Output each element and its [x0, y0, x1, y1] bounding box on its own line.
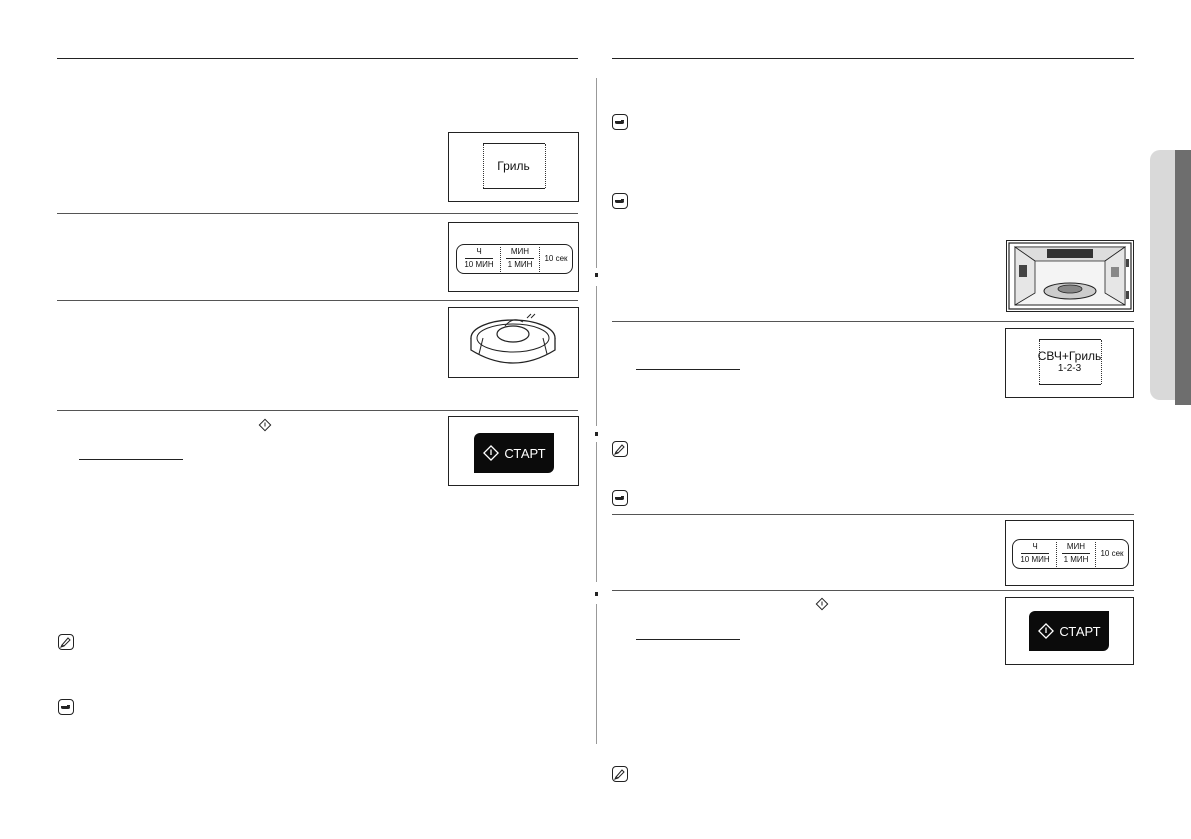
combo-right-dots	[1101, 340, 1102, 384]
start-diamond-icon	[483, 445, 500, 461]
ten-min-label-right: 10 МИН	[1020, 555, 1050, 564]
one-min-label-right: 1 МИН	[1063, 555, 1089, 564]
oven-interior-icon	[1008, 242, 1132, 310]
min-label-left: МИН	[510, 247, 530, 256]
start-button-box-left: СТАРТ	[448, 416, 579, 486]
combo-left-dots	[1039, 340, 1040, 384]
hour-label-left: Ч	[476, 247, 482, 256]
left-rule-2	[57, 300, 578, 301]
grill-mode-display: Гриль	[448, 132, 579, 202]
min-underline-right	[1062, 553, 1090, 554]
turntable-icon	[470, 313, 556, 364]
oven-interior-illustration-box	[1006, 240, 1134, 312]
hand-pointer-icon	[58, 699, 74, 715]
divider-mark-2	[595, 432, 598, 436]
time-panel-box-left: Ч 10 МИН МИН 1 МИН 10 сек	[448, 222, 579, 292]
combo-top-line	[1039, 339, 1101, 340]
ten-sec-label-left: 10 сек	[544, 254, 568, 263]
start-label-right: СТАРТ	[1059, 623, 1101, 639]
hand-pointer-icon	[612, 490, 628, 506]
left-rule-3	[57, 410, 578, 411]
note-icon	[612, 766, 628, 782]
divider-mark-1	[595, 273, 598, 277]
left-top-rule	[57, 58, 578, 59]
grill-label: Гриль	[497, 159, 530, 173]
start-button-left[interactable]: СТАРТ	[474, 433, 554, 473]
center-divider-2	[596, 286, 597, 426]
start-diamond-icon	[1038, 623, 1055, 639]
note-icon	[58, 634, 74, 650]
hand-pointer-icon	[612, 114, 628, 130]
one-min-label-left: 1 МИН	[507, 260, 533, 269]
hour-underline-right	[1021, 553, 1049, 554]
start-button-box-right: СТАРТ	[1005, 597, 1134, 665]
time-panel-box-right: Ч 10 МИН МИН 1 МИН 10 сек	[1005, 520, 1134, 586]
min-underline-left	[506, 258, 534, 259]
time-panel-left: Ч 10 МИН МИН 1 МИН 10 сек	[456, 244, 573, 274]
right-rule-3	[612, 590, 1134, 591]
left-rule-1	[57, 213, 578, 214]
grill-top-line	[483, 143, 545, 144]
grill-right-dots	[545, 144, 546, 188]
time-sep1-right	[1056, 542, 1057, 567]
min-label-right: МИН	[1066, 542, 1086, 551]
combo-label: СВЧ+Гриль	[1037, 349, 1102, 363]
start-button-right[interactable]: СТАРТ	[1029, 611, 1109, 651]
combo-bottom-line	[1039, 384, 1101, 385]
ten-sec-label-right: 10 сек	[1100, 549, 1124, 558]
time-sep2-left	[539, 247, 540, 272]
left-underline	[79, 459, 183, 460]
hand-pointer-icon	[612, 193, 628, 209]
right-top-rule	[612, 58, 1134, 59]
right-rule-2	[612, 514, 1134, 515]
side-tab-edge	[1175, 150, 1191, 405]
combo-mode-display: СВЧ+Гриль 1-2-3	[1005, 328, 1134, 398]
grill-left-dots	[483, 144, 484, 188]
start-diamond-icon	[815, 597, 829, 611]
start-label-left: СТАРТ	[504, 445, 546, 461]
time-sep2-right	[1095, 542, 1096, 567]
time-sep1-left	[500, 247, 501, 272]
ten-min-label-left: 10 МИН	[464, 260, 494, 269]
time-panel-right: Ч 10 МИН МИН 1 МИН 10 сек	[1012, 539, 1129, 569]
note-icon	[612, 441, 628, 457]
center-divider-3	[596, 442, 597, 582]
divider-mark-3	[595, 592, 598, 596]
combo-sub-label: 1-2-3	[1057, 363, 1082, 374]
hour-label-right: Ч	[1032, 542, 1038, 551]
center-divider-1	[596, 78, 597, 268]
hour-underline-left	[465, 258, 493, 259]
grill-bottom-line	[483, 188, 545, 189]
turntable-illustration-box	[448, 307, 579, 378]
center-divider-4	[596, 604, 597, 744]
right-underline-1	[636, 369, 740, 370]
start-diamond-icon	[258, 418, 272, 432]
right-underline-2	[636, 639, 740, 640]
right-rule-1	[612, 321, 1134, 322]
